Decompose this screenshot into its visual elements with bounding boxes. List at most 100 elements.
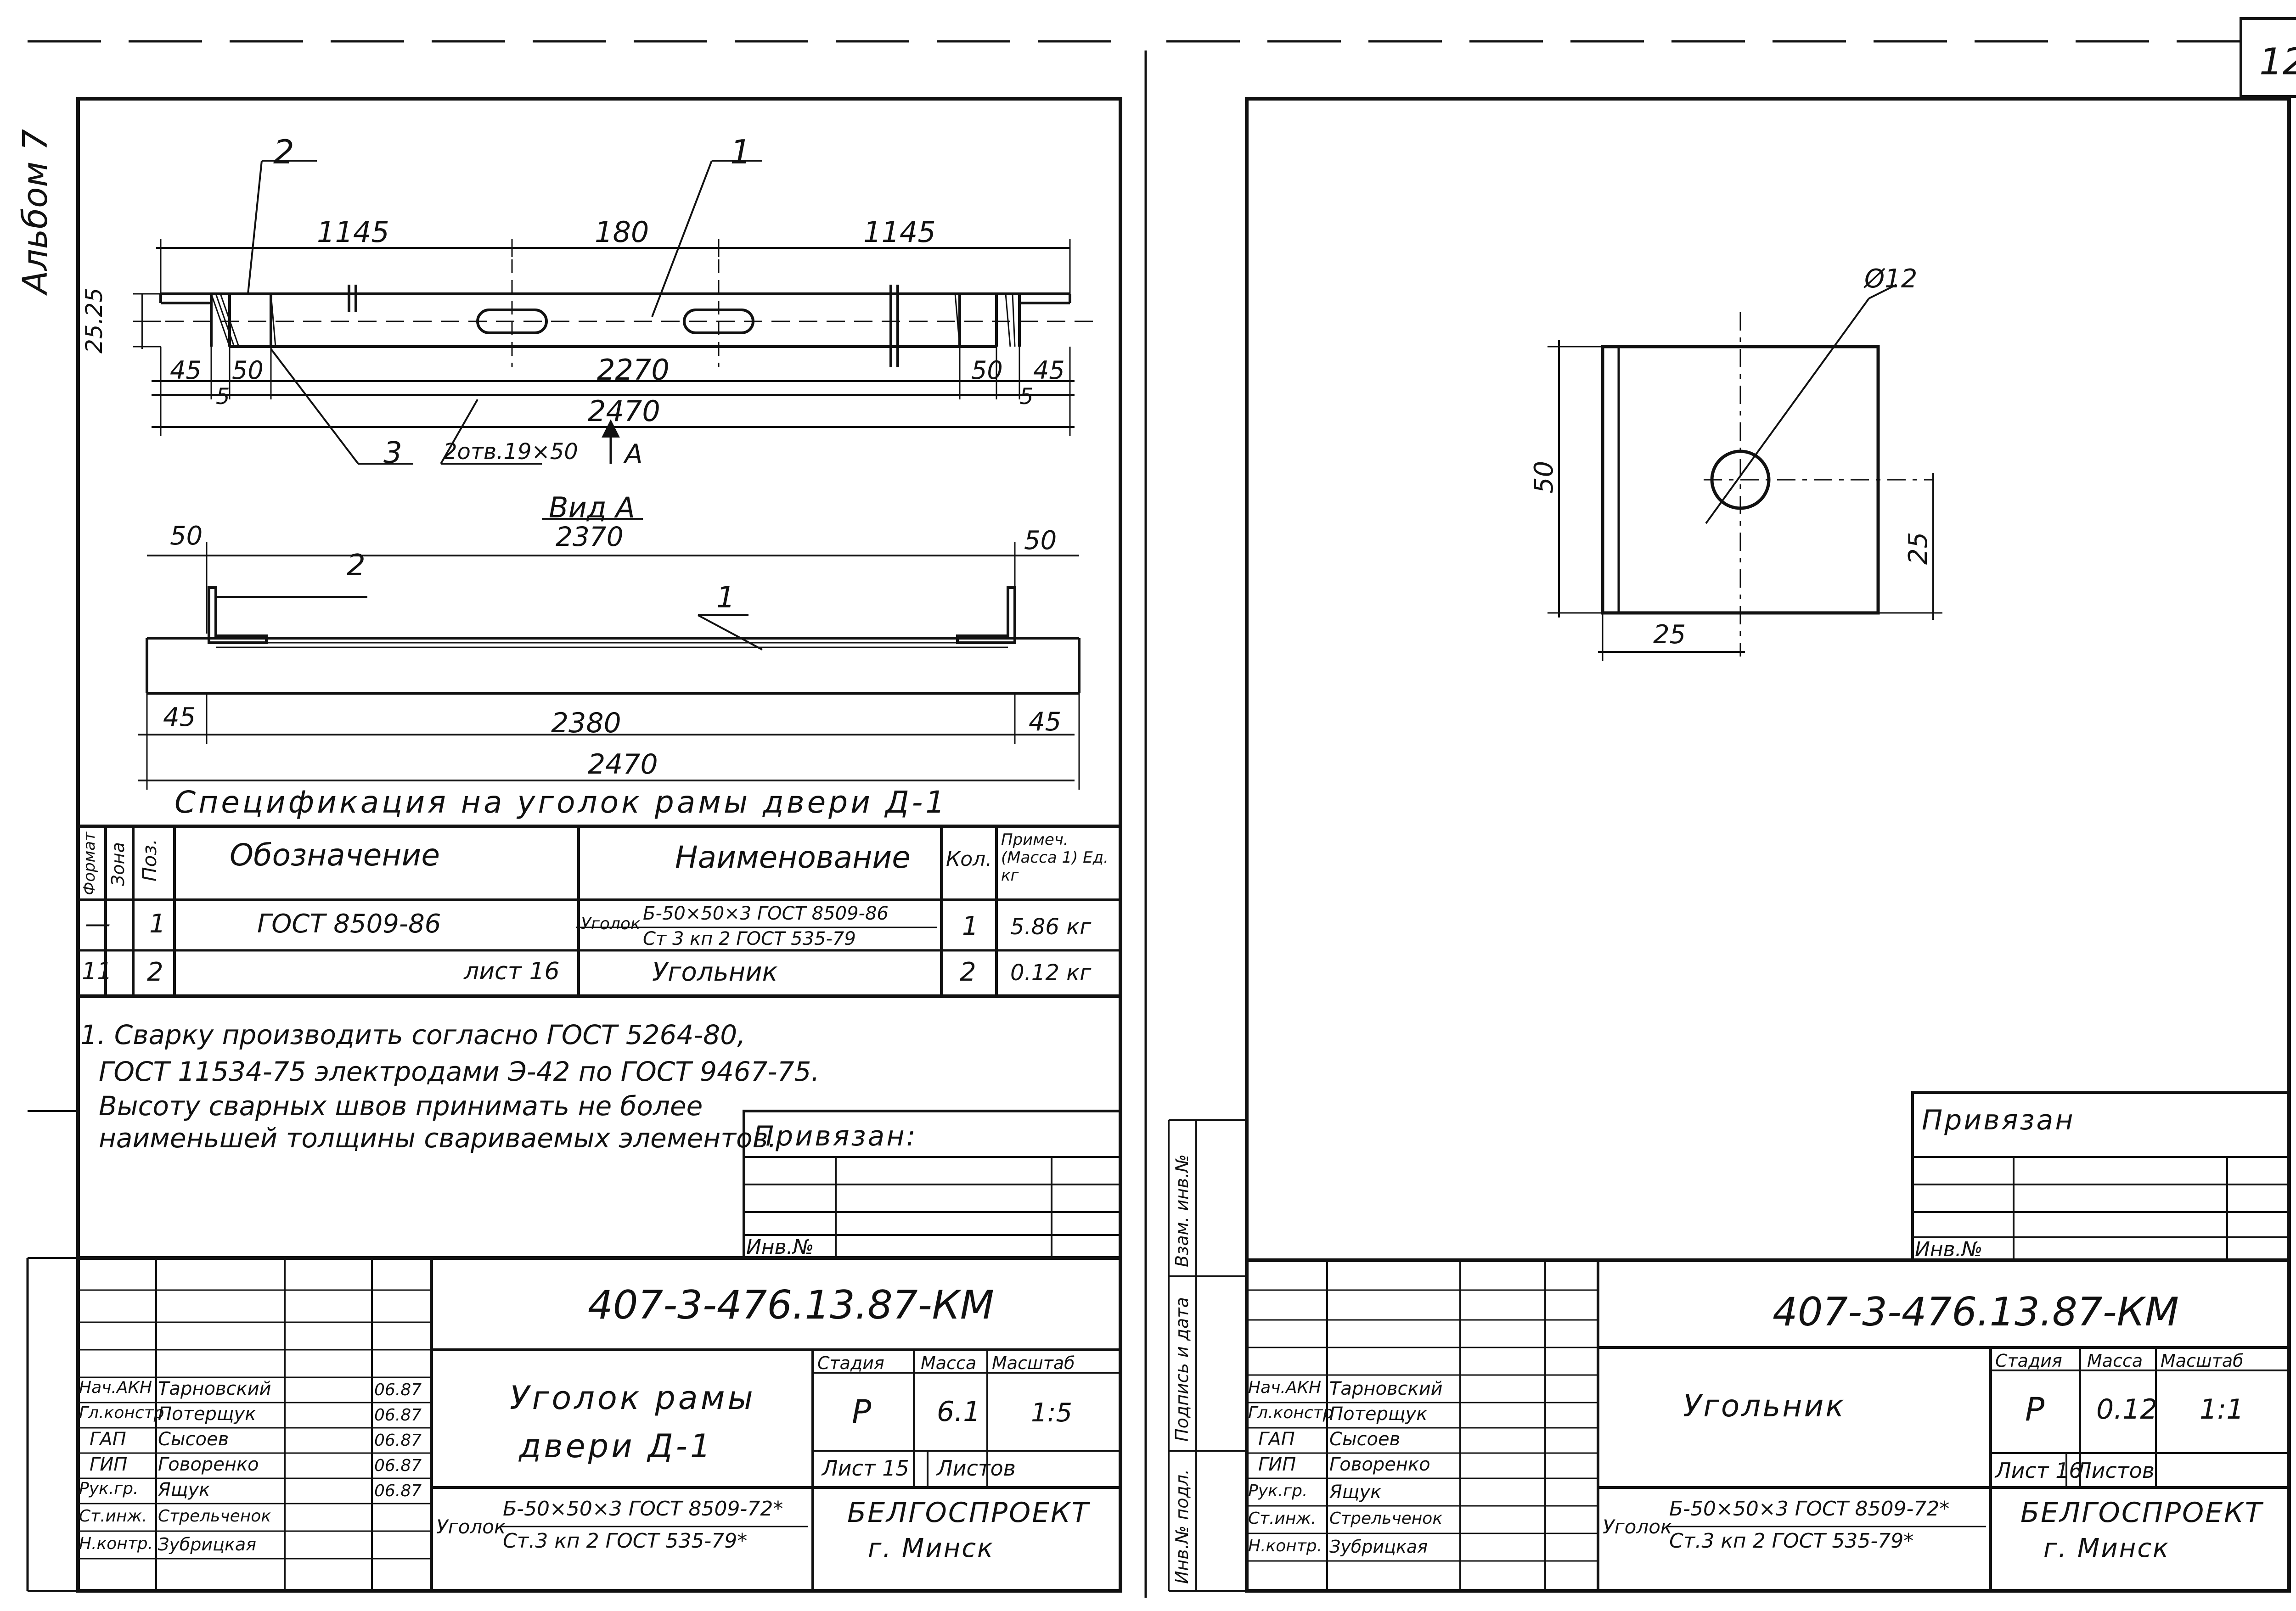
spec-row2-qty: 2 <box>960 957 976 987</box>
bottom-dim-2380: 2380 <box>551 707 621 739</box>
spec-header-qty: Кол. <box>946 848 992 871</box>
title-line2-left: двери Д-1 <box>519 1427 714 1465</box>
staff-name-6-right: Зубрицкая <box>1329 1537 1428 1557</box>
staff-date-1-left: 06.87 <box>374 1406 422 1425</box>
bottom-dim-45-right: 45 <box>1029 707 1062 737</box>
sheet-label-right: Лист 16 <box>1995 1458 2082 1483</box>
dim-5-left: 5 <box>216 384 230 410</box>
staff-name-0-left: Тарновский <box>158 1378 271 1399</box>
spec-row1-pos: 1 <box>149 909 166 939</box>
doc-code-right: 407-3-476.13.87-КМ <box>1773 1289 2179 1335</box>
staff-role-4-right: Рук.гр. <box>1248 1482 1308 1500</box>
dim-1145-right: 1145 <box>863 215 936 249</box>
view-dim-2370: 2370 <box>556 521 624 552</box>
callout-1: 1 <box>730 133 751 171</box>
spec-header-name: Наименование <box>675 840 911 875</box>
staff-name-5-left: Стрельченок <box>158 1507 271 1526</box>
sheets-label-left: Листов <box>937 1456 1016 1481</box>
album-label: Альбом 7 <box>16 129 55 294</box>
material-top-right: Б-50×50×3 ГОСТ 8509-72* <box>1669 1497 1950 1521</box>
sheet-number: 12 <box>2259 40 2296 83</box>
title-line1-left: Уголок рамы <box>510 1379 756 1417</box>
staff-role-0-right: Нач.АКН <box>1248 1378 1322 1397</box>
spec-row1-name-bottom: Ст 3 кп 2 ГОСТ 535-79 <box>643 928 856 949</box>
staff-date-0-left: 06.87 <box>374 1381 422 1399</box>
view-a-label: Вид А <box>549 491 635 524</box>
view-callout-2: 2 <box>347 549 366 583</box>
dim-2470-top: 2470 <box>588 394 660 428</box>
dim-2270: 2270 <box>597 353 670 387</box>
dim-180: 180 <box>595 215 649 249</box>
staff-date-2-left: 06.87 <box>374 1431 422 1450</box>
dim-45-right: 45 <box>1033 356 1065 385</box>
org-left: БЕЛГОСПРОЕКТ <box>847 1497 1090 1529</box>
staff-role-5-left: Ст.инж. <box>79 1507 147 1526</box>
privyazan-right: Привязан <box>1922 1104 2075 1136</box>
mass-value-right: 0.12 <box>2096 1393 2158 1426</box>
hole-dia-label: Ø12 <box>1864 264 1918 294</box>
city-right: г. Минск <box>2043 1533 2170 1563</box>
staff-name-2-right: Сысоев <box>1329 1429 1401 1450</box>
material-prefix-right: Уголок <box>1603 1516 1672 1538</box>
plate-dim-50: 50 <box>1529 460 1559 494</box>
material-top-left: Б-50×50×3 ГОСТ 8509-72* <box>503 1497 783 1521</box>
staff-name-0-right: Тарновский <box>1329 1378 1443 1399</box>
staff-name-3-right: Говоренко <box>1329 1454 1430 1475</box>
view-dim-50-right: 50 <box>1024 526 1057 556</box>
plate-dim-25-vertical: 25 <box>1903 532 1933 565</box>
org-right: БЕЛГОСПРОЕКТ <box>2020 1497 2263 1529</box>
inv-no-right: Инв.№ <box>1915 1238 1983 1261</box>
spec-row2-note: 0.12 кг <box>1010 960 1092 986</box>
mass-value-left: 6.1 <box>937 1396 981 1428</box>
spec-row2-pos: 2 <box>147 957 163 987</box>
mass-header-left: Масса <box>921 1353 977 1373</box>
staff-name-1-left: Потерщук <box>158 1403 256 1425</box>
dim-45-left: 45 <box>170 356 202 385</box>
spec-header-designation: Обозначение <box>230 837 440 873</box>
staff-role-2-left: ГАП <box>90 1429 126 1450</box>
mass-header-right: Масса <box>2087 1351 2143 1371</box>
scale-header-right: Масштаб <box>2161 1351 2244 1371</box>
staff-role-6-right: Н.контр. <box>1248 1537 1322 1555</box>
note-line-1: 1. Сварку производить согласно ГОСТ 5264… <box>80 1019 746 1050</box>
staff-role-3-right: ГИП <box>1258 1454 1296 1475</box>
hole-note: 2отв.19×50 <box>443 439 578 465</box>
staff-name-6-left: Зубрицкая <box>158 1534 257 1555</box>
spec-row2-designation: лист 16 <box>464 958 560 985</box>
dim-50-left: 50 <box>232 356 264 385</box>
view-dim-50-left: 50 <box>170 521 203 551</box>
stage-value-right: Р <box>2025 1391 2045 1428</box>
staff-date-4-left: 06.87 <box>374 1482 422 1500</box>
callout-2: 2 <box>273 133 294 171</box>
staff-role-3-left: ГИП <box>90 1454 128 1475</box>
staff-name-4-right: Ящук <box>1329 1482 1382 1503</box>
material-prefix-left: Уголок <box>436 1516 506 1538</box>
scale-value-right: 1:1 <box>2200 1393 2244 1426</box>
stage-header-right: Стадия <box>1995 1351 2062 1371</box>
dim-5-right: 5 <box>1019 384 1034 410</box>
spec-row1-name-prefix: Уголок <box>581 915 641 933</box>
callout-3: 3 <box>383 436 402 470</box>
staff-name-2-left: Сысоев <box>158 1429 229 1450</box>
note-line-4: наименьшей толщины свариваемых элементов… <box>99 1123 777 1154</box>
doc-code-left: 407-3-476.13.87-КМ <box>588 1282 994 1328</box>
staff-name-4-left: Ящук <box>158 1479 210 1500</box>
staff-role-1-left: Гл.констр <box>79 1403 164 1422</box>
staff-name-5-right: Стрельченок <box>1329 1509 1443 1528</box>
staff-date-3-left: 06.87 <box>374 1456 422 1475</box>
spec-header-pos: Поз. <box>138 839 161 881</box>
privyazan-left: Привязан: <box>753 1120 917 1152</box>
side-label-inv-podl: Инв.№ подл. <box>1172 1469 1192 1584</box>
side-label-vzam: Взам. инв.№ <box>1172 1154 1192 1267</box>
note-line-3: Высоту сварных швов принимать не более <box>99 1090 703 1122</box>
spec-row1-note: 5.86 кг <box>1010 914 1092 940</box>
spec-header-note: Примеч. (Масса 1) Ед. кг <box>1001 831 1109 885</box>
staff-role-2-right: ГАП <box>1258 1429 1295 1450</box>
staff-role-0-left: Нач.АКН <box>79 1378 152 1397</box>
spec-row2-name: Угольник <box>652 957 778 987</box>
spec-row1-format: — <box>85 909 111 939</box>
staff-role-4-left: Рук.гр. <box>79 1479 139 1498</box>
spec-header-format: Формат <box>80 832 99 895</box>
inv-no-left: Инв.№ <box>746 1235 814 1259</box>
view-callout-1: 1 <box>716 581 735 615</box>
